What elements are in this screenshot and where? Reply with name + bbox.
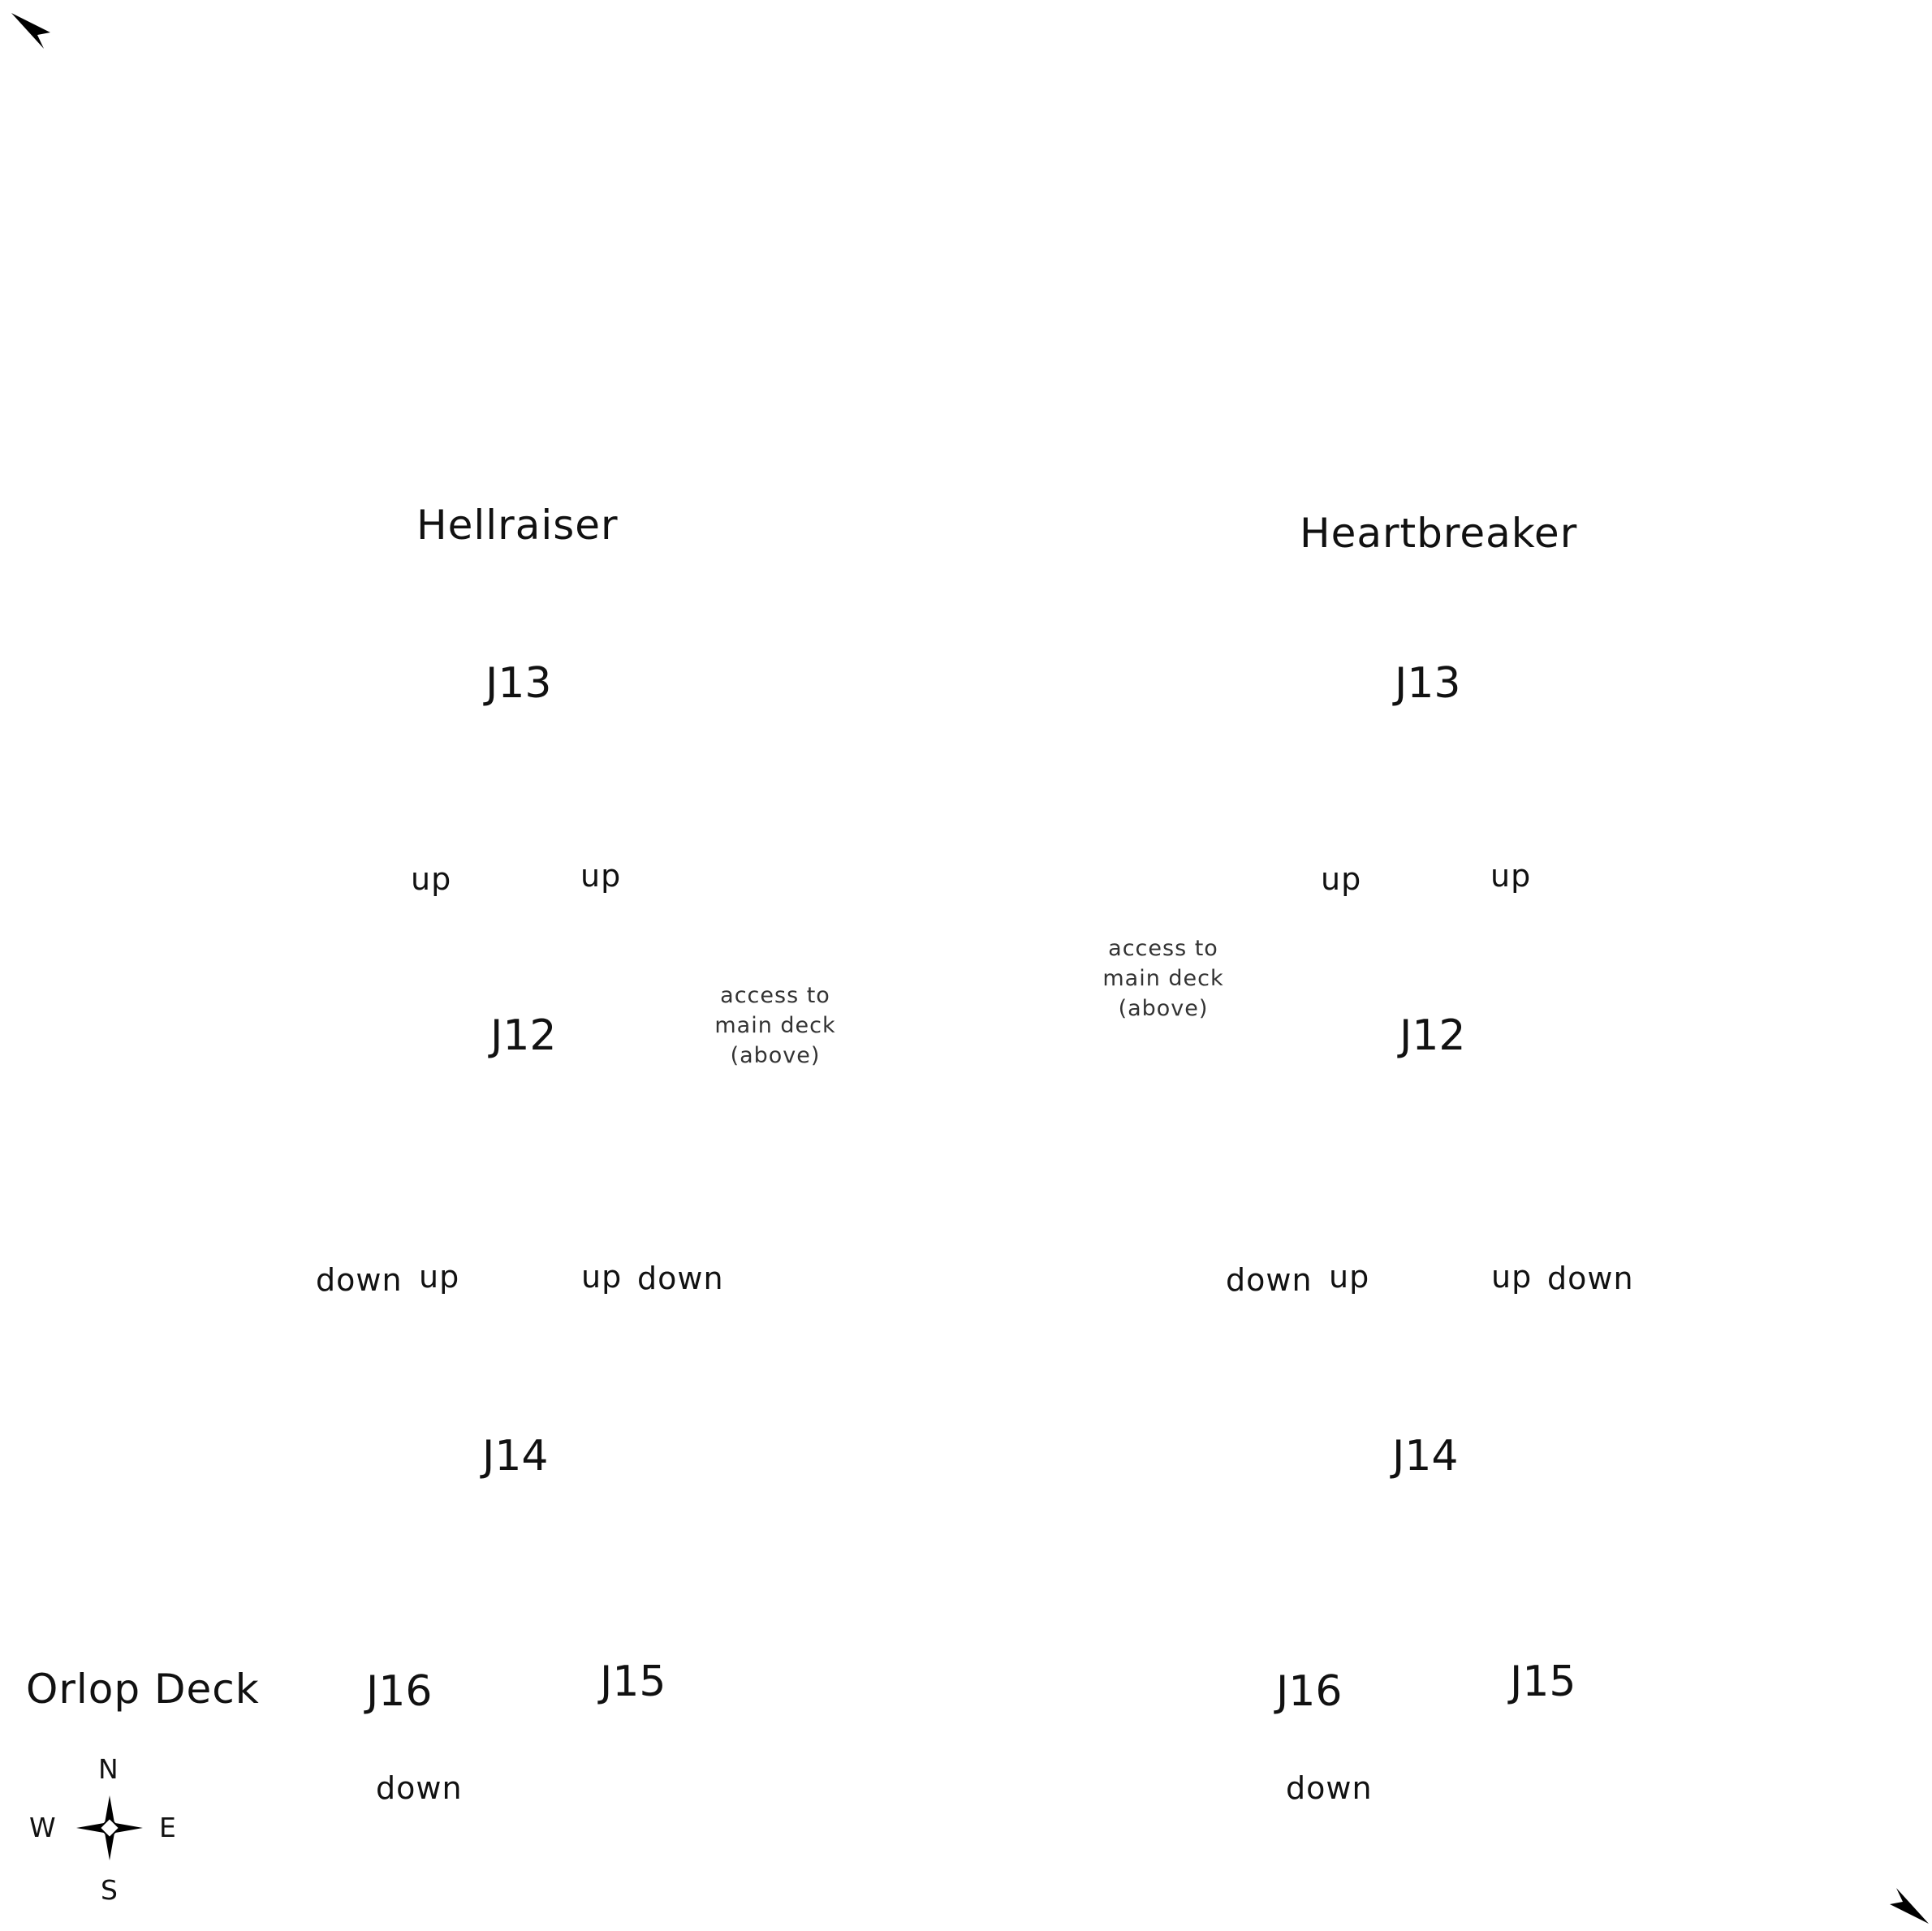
direction-up: up [419, 1259, 460, 1295]
direction-up: up [581, 1259, 623, 1295]
direction-up: up [1490, 858, 1532, 894]
room-j12: J12 [490, 1011, 557, 1060]
direction-down: down [1286, 1770, 1373, 1806]
direction-up: up [580, 858, 622, 894]
deck-title: Orlop Deck [26, 1666, 260, 1713]
room-j14: J14 [482, 1432, 549, 1481]
direction-down: down [1547, 1261, 1634, 1296]
compass-rose-icon [76, 1795, 143, 1860]
corner-arrow-top-left-icon [11, 13, 50, 49]
room-j13: J13 [1395, 659, 1461, 708]
direction-down: down [1226, 1262, 1313, 1298]
room-j12: J12 [1399, 1011, 1466, 1060]
corner-arrow-bottom-right-icon [1890, 1888, 1929, 1924]
room-j15: J15 [1510, 1657, 1576, 1706]
access-note: access to main deck (above) [714, 983, 836, 1068]
compass-north: N [98, 1753, 119, 1785]
room-j15: J15 [600, 1657, 666, 1706]
room-j16: J16 [366, 1667, 433, 1716]
ship-name: Heartbreaker [1300, 510, 1578, 557]
direction-up: up [1491, 1259, 1533, 1295]
ship-name: Hellraiser [416, 502, 619, 549]
direction-up: up [1321, 861, 1362, 897]
compass-west: W [29, 1812, 56, 1843]
room-j16: J16 [1276, 1667, 1343, 1716]
room-j14: J14 [1392, 1432, 1459, 1481]
direction-up: up [411, 861, 452, 897]
direction-down: down [316, 1262, 403, 1298]
access-note: access to main deck (above) [1102, 936, 1224, 1021]
direction-down: down [376, 1770, 463, 1806]
compass-south: S [101, 1874, 118, 1906]
compass-east: E [159, 1812, 176, 1843]
direction-up: up [1329, 1259, 1370, 1295]
direction-down: down [637, 1261, 724, 1296]
room-j13: J13 [485, 659, 552, 708]
